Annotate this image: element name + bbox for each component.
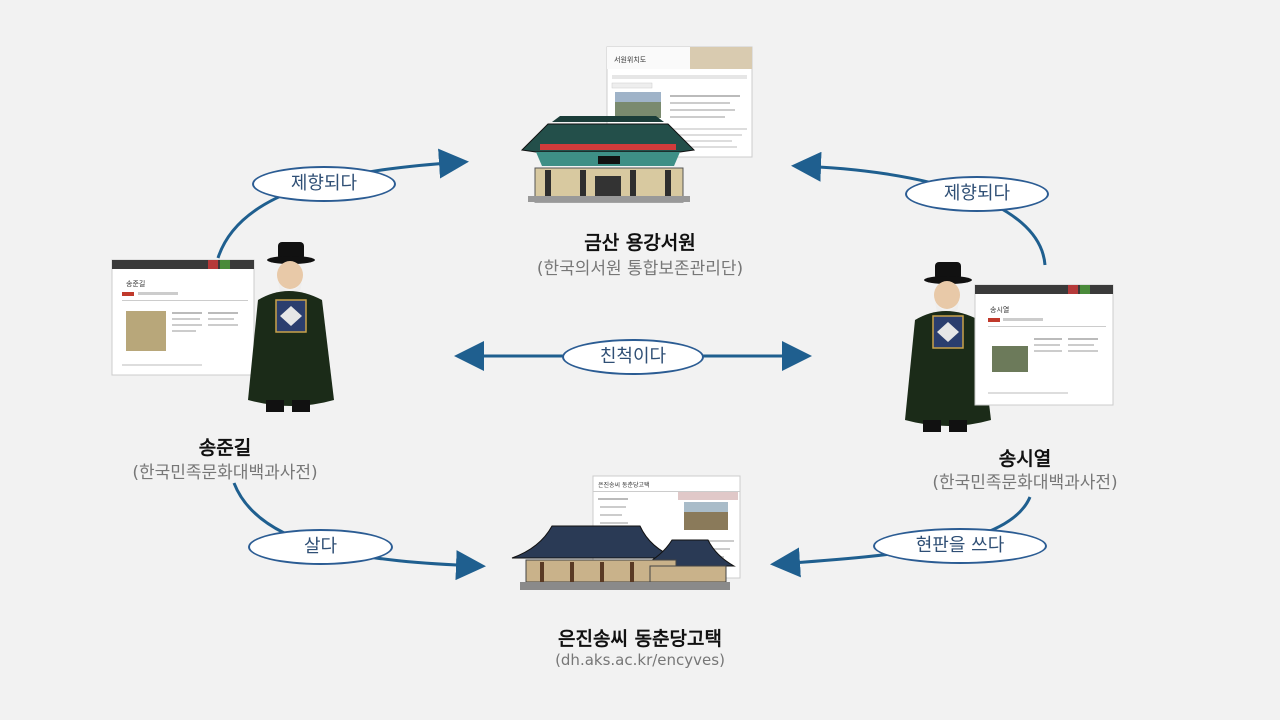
relation-right-enshrined: 제향되다 [905,176,1049,212]
seowon-screenshot-title: 서원위치도 [614,55,647,64]
songsiyeol-source: (한국민족문화대백과사전) [895,468,1155,493]
relation-lived: 살다 [248,529,393,565]
seowon-title: 금산 용강서원 [540,228,740,255]
seowon-source: (한국의서원 통합보존관리단) [490,254,790,279]
songjungil-source: (한국민족문화대백과사전) [95,458,355,483]
relation-wrote-signboard: 현판을 쓰다 [873,528,1047,564]
relation-right-enshrined-label: 제향되다 [907,178,1047,210]
dongchundang-title: 은진송씨 동춘당고택 [490,624,790,651]
songjungil-screenshot: 송준길 [112,260,254,375]
relation-relatives-label: 친척이다 [564,341,702,373]
relation-left-enshrined-label: 제향되다 [254,168,394,200]
relation-left-enshrined: 제향되다 [252,166,396,202]
relation-wrote-signboard-label: 현판을 쓰다 [875,530,1045,562]
dongchundang-screenshot-title: 은진송씨 동춘당고택 [598,481,650,489]
dongchundang-source: (dh.aks.ac.kr/encyves) [520,651,760,669]
relation-relatives: 친척이다 [562,339,704,375]
songjungil-screenshot-title: 송준길 [126,280,145,288]
songjungil-portrait [248,242,334,412]
songsiyeol-title: 송시열 [950,444,1100,471]
relation-lived-label: 살다 [250,531,391,563]
songsiyeol-screenshot-title: 송시열 [990,306,1009,314]
songsiyeol-screenshot: 송시열 [975,285,1113,405]
seowon-building-image [522,116,694,202]
songjungil-title: 송준길 [150,433,300,460]
